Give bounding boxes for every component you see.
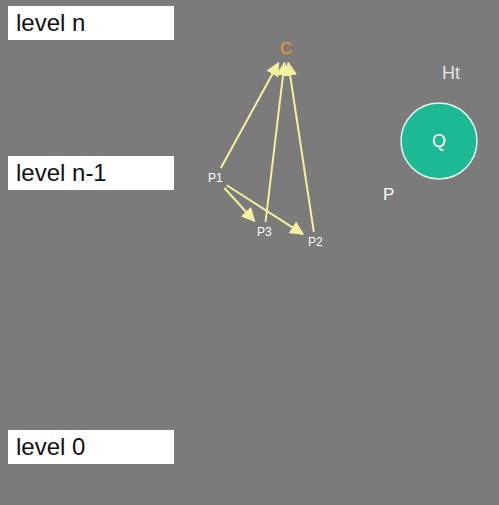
dot xyxy=(147,258,155,266)
region-ellipse: P P1P3P2 xyxy=(175,148,407,280)
node-text: P3 xyxy=(255,224,274,240)
dot xyxy=(128,336,136,344)
space-label: Ht xyxy=(440,62,462,85)
arrow-connector xyxy=(288,63,314,232)
leaf-disk xyxy=(384,392,446,420)
region-circle: Q xyxy=(400,102,478,180)
point-node: P3 xyxy=(255,222,274,240)
point-node: P1 xyxy=(206,168,225,186)
ellipse-shape xyxy=(175,148,364,280)
apex-node: C xyxy=(278,38,294,60)
circle-shape xyxy=(401,103,477,179)
cones xyxy=(78,58,446,412)
leaf-disk xyxy=(237,399,293,423)
disk xyxy=(111,246,191,278)
arrow-connector xyxy=(266,63,285,222)
node-text: P1 xyxy=(206,170,225,186)
node-dot xyxy=(200,180,207,187)
node-text: C xyxy=(278,38,294,60)
purple-region xyxy=(112,322,169,369)
dot xyxy=(144,336,152,344)
point-node: P2 xyxy=(306,232,325,250)
node-text: Q xyxy=(430,130,448,153)
level-label: level n-1 xyxy=(8,156,174,190)
leaf-disk xyxy=(315,401,365,425)
arrow-connector xyxy=(221,63,279,168)
leaf-disk xyxy=(76,398,132,422)
node-text: P2 xyxy=(306,234,325,250)
disk xyxy=(225,312,301,344)
level-label: level 0 xyxy=(8,430,174,464)
dot xyxy=(361,324,369,332)
node-dot xyxy=(268,54,276,62)
node-text: P xyxy=(381,184,396,206)
level-label: level n xyxy=(8,6,174,40)
node-dot xyxy=(315,249,322,256)
ellipse-outline xyxy=(175,148,407,280)
disk xyxy=(327,312,403,344)
dot xyxy=(259,324,267,332)
leaf-disk xyxy=(164,398,186,414)
level-lines xyxy=(4,150,495,385)
